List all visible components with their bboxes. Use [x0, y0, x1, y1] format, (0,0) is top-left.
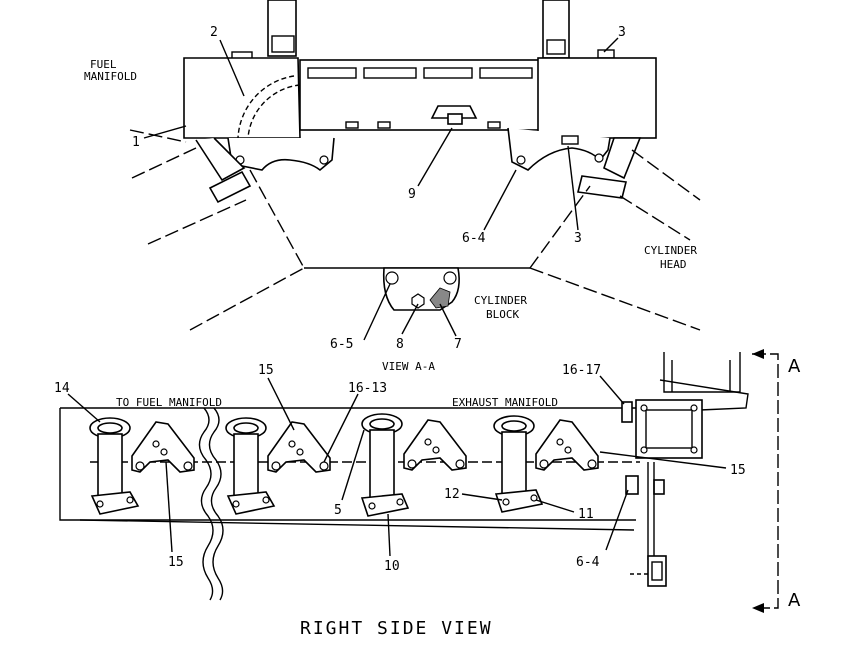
turbo-flange-assembly — [621, 352, 749, 587]
callout-12: 12 — [444, 487, 460, 502]
callout-6-4-bottom: 6-4 — [576, 555, 600, 570]
exhaust-elbow-3 — [360, 413, 410, 517]
callout-6-5: 6-5 — [330, 337, 353, 352]
callout-10: 10 — [384, 559, 400, 574]
callout-15-bottom: 15 — [168, 555, 184, 570]
gasket-plate-3 — [403, 419, 467, 471]
label-view-aa: VIEW A-A — [382, 360, 435, 373]
callout-14: 14 — [54, 381, 70, 396]
exhaust-elbow-1 — [89, 417, 140, 515]
callout-11: 11 — [578, 507, 594, 522]
gasket-plate-4 — [535, 419, 599, 471]
callout-15-a: 15 — [258, 363, 274, 378]
gasket-plate-2 — [267, 421, 331, 473]
label-to-fuel-manifold: TO FUEL MANIFOLD — [116, 396, 222, 409]
label-exhaust-manifold: EXHAUST MANIFOLD — [452, 396, 558, 409]
right-side-view-drawing — [59, 349, 779, 613]
label-cylinder-block-1: CYLINDER — [474, 294, 527, 307]
right-box — [537, 57, 657, 139]
center-bar — [299, 59, 541, 131]
label-manifold: MANIFOLD — [84, 70, 137, 83]
left-bracket — [227, 137, 335, 172]
pipe-right-band — [546, 39, 566, 55]
label-right-side-view: RIGHT SIDE VIEW — [300, 618, 493, 639]
callout-3-top: 3 — [618, 25, 626, 40]
pipe-left-band — [271, 35, 295, 53]
callout-7: 7 — [454, 337, 462, 352]
callout-5: 5 — [334, 503, 342, 518]
view-aa-drawing — [129, 0, 701, 331]
callout-16-17: 16-17 — [562, 363, 601, 378]
callout-9: 9 — [408, 187, 416, 202]
callout-6-4-top: 6-4 — [462, 231, 486, 246]
callout-8: 8 — [396, 337, 404, 352]
fuel-manifold-box — [183, 57, 301, 139]
gasket-plate-1 — [131, 421, 195, 473]
label-cylinder-head-2: HEAD — [660, 258, 687, 271]
label-fuel: FUEL — [90, 58, 117, 71]
exhaust-elbow-2 — [225, 417, 276, 515]
section-line — [752, 353, 779, 609]
small-tab-right — [597, 49, 615, 59]
callout-15-right: 15 — [730, 463, 746, 478]
callout-2: 2 — [210, 25, 218, 40]
callout-3-lower: 3 — [574, 231, 582, 246]
label-cylinder-block-2: BLOCK — [486, 308, 519, 321]
exhaust-elbow-4 — [493, 415, 544, 513]
callout-1: 1 — [132, 135, 140, 150]
section-label-a-top: A — [788, 356, 801, 377]
section-label-a-bottom: A — [788, 590, 801, 611]
callout-16-13: 16-13 — [348, 381, 387, 396]
label-cylinder-head-1: CYLINDER — [644, 244, 697, 257]
